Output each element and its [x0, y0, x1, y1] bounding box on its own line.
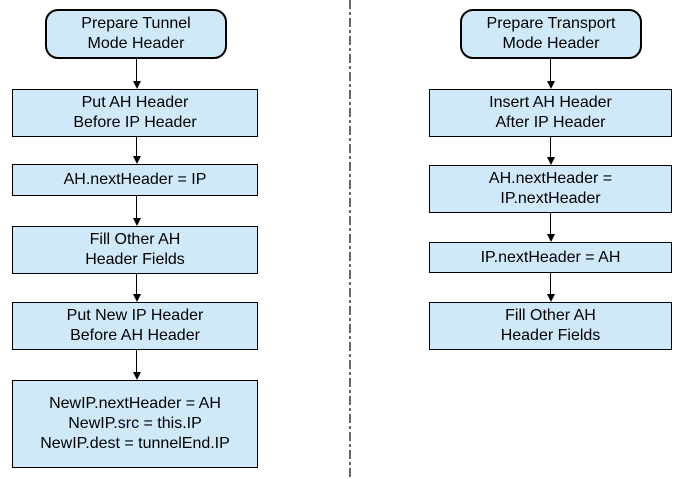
- node-text-line: Prepare Tunnel: [81, 15, 191, 32]
- arrow-line: [549, 59, 552, 82]
- arrow-head-icon: [546, 294, 555, 302]
- node-prepare-transport-mode-header: Prepare Transport Mode Header: [460, 9, 642, 59]
- node-text-line: Put AH Header: [81, 94, 189, 111]
- arrow-head-icon: [132, 218, 141, 226]
- down-arrow: [132, 137, 141, 164]
- node-insert-ah-header-after-ip: Insert AH Header After IP Header: [429, 89, 672, 137]
- arrow-line: [135, 196, 138, 219]
- arrow-head-icon: [546, 81, 555, 89]
- arrow-line: [135, 274, 138, 295]
- node-text-line: Fill Other AH: [89, 231, 181, 248]
- arrow-head-icon: [546, 157, 555, 165]
- arrow-line: [549, 137, 552, 158]
- arrow-line: [135, 137, 138, 157]
- node-text-line: AH.nextHeader = IP: [63, 171, 207, 188]
- node-text-line: IP.nextHeader: [500, 190, 601, 207]
- arrow-head-icon: [132, 156, 141, 164]
- node-fill-other-ah-fields-tunnel: Fill Other AH Header Fields: [12, 226, 258, 274]
- arrow-line: [549, 273, 552, 295]
- node-fill-other-ah-fields-transport: Fill Other AH Header Fields: [429, 302, 672, 350]
- arrow-line: [549, 213, 552, 235]
- node-text-line: Fill Other AH: [505, 307, 596, 324]
- node-text-line: IP.nextHeader = AH: [480, 248, 621, 266]
- node-prepare-tunnel-mode-header: Prepare Tunnel Mode Header: [45, 9, 227, 59]
- node-text-line: Put New IP Header: [66, 307, 204, 324]
- node-text-line: NewIP.nextHeader = AH: [49, 395, 221, 412]
- node-text-line: After IP Header: [495, 114, 606, 131]
- node-text-line: Before IP Header: [73, 114, 197, 131]
- down-arrow: [132, 196, 141, 226]
- arrow-head-icon: [132, 81, 141, 89]
- down-arrow: [132, 59, 141, 89]
- node-ah-nextheader-equals-ip: AH.nextHeader = IP: [12, 164, 258, 196]
- down-arrow: [546, 273, 555, 302]
- down-arrow: [132, 350, 141, 380]
- arrow-line: [135, 350, 138, 373]
- node-text-line: Before AH Header: [70, 327, 200, 344]
- node-text-line: Insert AH Header: [489, 94, 612, 111]
- node-text-line: Mode Header: [502, 35, 600, 52]
- arrow-head-icon: [132, 372, 141, 380]
- node-text-line: Mode Header: [87, 35, 185, 52]
- down-arrow: [546, 137, 555, 165]
- node-text-line: Header Fields: [500, 327, 601, 344]
- node-put-new-ip-header-before-ah: Put New IP Header Before AH Header: [12, 302, 258, 350]
- node-text-line: NewIP.dest = tunnelEnd.IP: [40, 435, 230, 452]
- node-text-line: Prepare Transport: [486, 15, 616, 32]
- arrow-head-icon: [546, 234, 555, 242]
- node-ip-nextheader-equals-ah: IP.nextHeader = AH: [429, 242, 672, 273]
- down-arrow: [546, 213, 555, 242]
- node-ah-nextheader-equals-ip-nextheader: AH.nextHeader = IP.nextHeader: [429, 165, 672, 213]
- node-text-line: AH.nextHeader =: [488, 170, 613, 187]
- node-text-line: NewIP.src = this.IP: [68, 415, 202, 432]
- node-text-line: Header Fields: [85, 251, 185, 268]
- node-newip-field-assignments: NewIP.nextHeader = AH NewIP.src = this.I…: [12, 380, 258, 468]
- column-divider: [349, 0, 351, 479]
- arrow-line: [135, 59, 138, 82]
- node-put-ah-header-before-ip: Put AH Header Before IP Header: [12, 89, 258, 137]
- down-arrow: [132, 274, 141, 302]
- down-arrow: [546, 59, 555, 89]
- arrow-head-icon: [132, 294, 141, 302]
